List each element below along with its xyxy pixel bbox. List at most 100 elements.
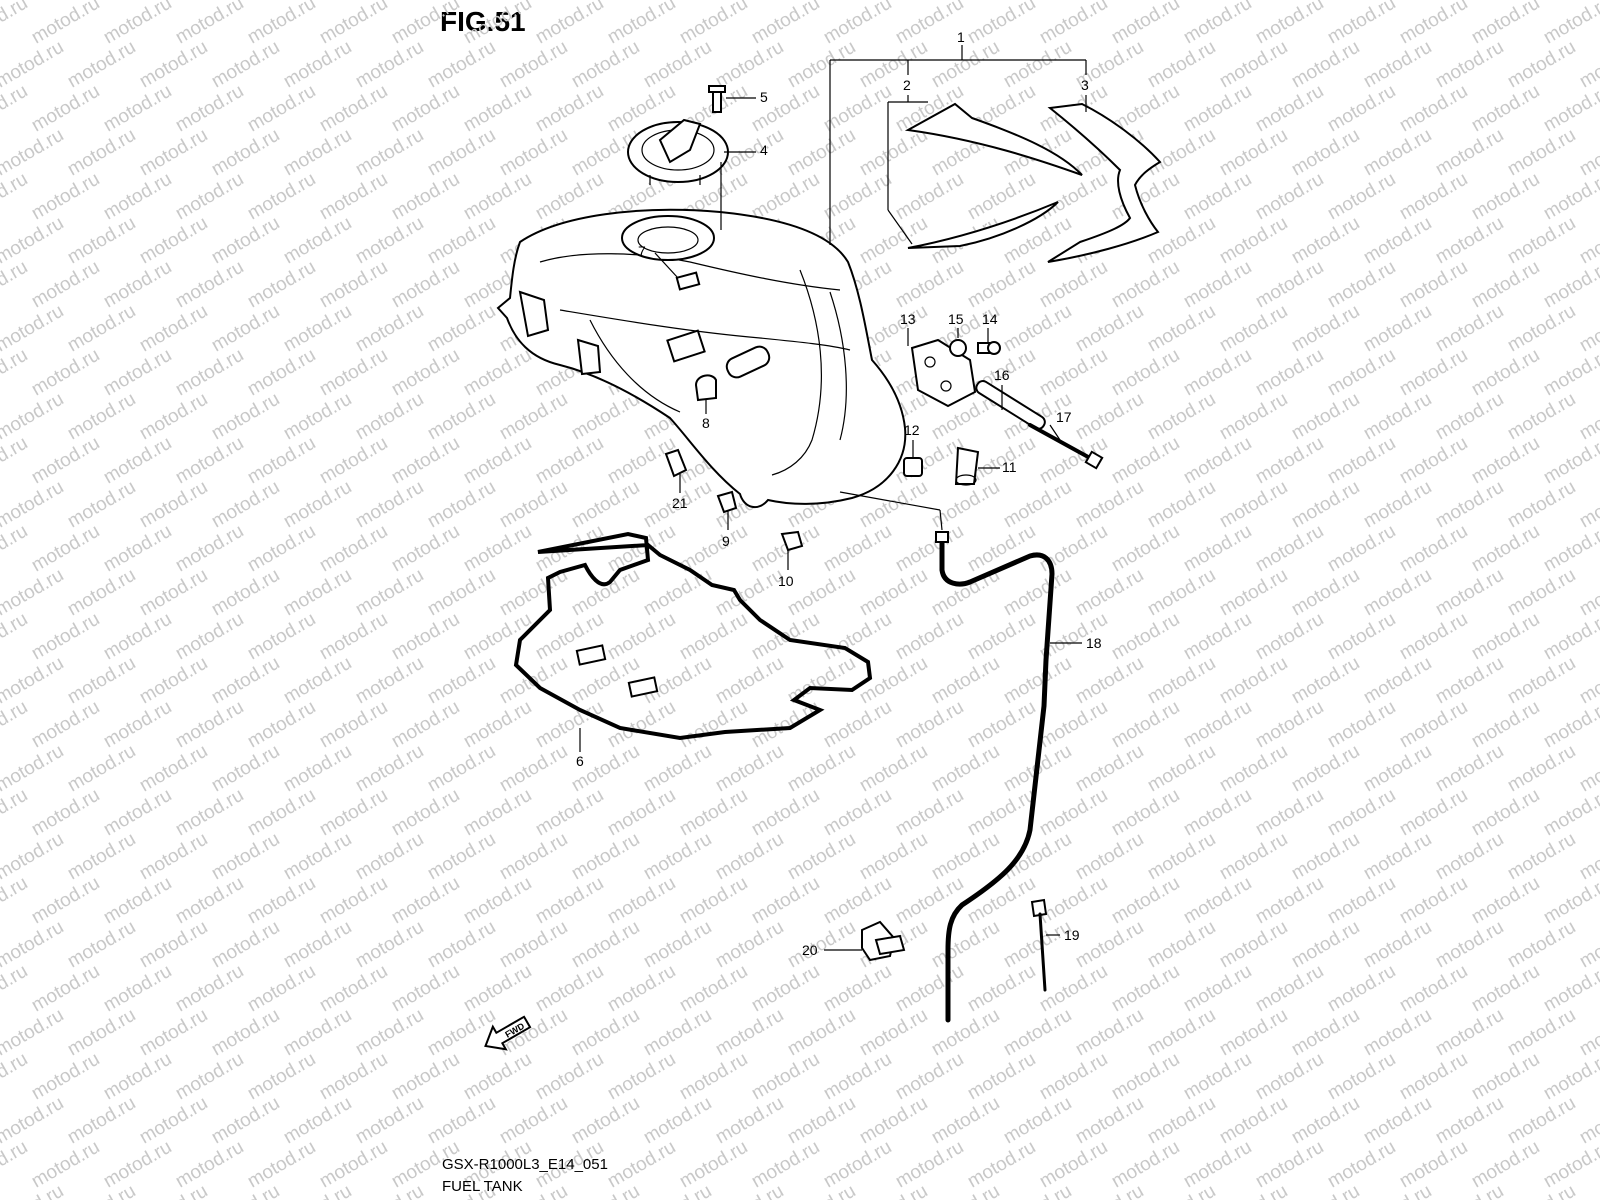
watermark-text: motod.ru (208, 829, 283, 885)
watermark-text: motod.ru (424, 301, 499, 357)
watermark-text: motod.ru (1432, 1181, 1507, 1200)
watermark-text: motod.ru (1252, 785, 1327, 841)
watermark-text: motod.ru (1072, 565, 1147, 621)
watermark-text: motod.ru (0, 1005, 67, 1061)
watermark-text: motod.ru (1432, 1093, 1507, 1149)
watermark-text: motod.ru (316, 433, 391, 489)
watermark-text: motod.ru (0, 521, 31, 577)
watermark-text: motod.ru (424, 213, 499, 269)
watermark-text: motod.ru (0, 1049, 31, 1105)
collar-16 (975, 380, 1046, 430)
watermark-text: motod.ru (892, 697, 967, 753)
watermark-text: motod.ru (244, 697, 319, 753)
watermark-text: motod.ru (928, 1181, 1003, 1200)
watermark-text: motod.ru (1468, 1049, 1543, 1105)
watermark-text: motod.ru (0, 1137, 31, 1193)
watermark-text: motod.ru (424, 37, 499, 93)
watermark-text: motod.ru (1180, 609, 1255, 665)
watermark-text: motod.ru (784, 829, 859, 885)
watermark-text: motod.ru (388, 169, 463, 225)
watermark-text: motod.ru (856, 565, 931, 621)
watermark-text: motod.ru (1144, 213, 1219, 269)
watermark-text: motod.ru (1036, 257, 1111, 313)
watermark-text: motod.ru (640, 741, 715, 797)
watermark-text: motod.ru (1360, 829, 1435, 885)
watermark-text: motod.ru (1288, 829, 1363, 885)
watermark-text: motod.ru (1288, 301, 1363, 357)
watermark-text: motod.ru (640, 1005, 715, 1061)
watermark-text: motod.ru (352, 1181, 427, 1200)
watermark-text: motod.ru (496, 477, 571, 533)
watermark-text: motod.ru (28, 697, 103, 753)
watermark-text: motod.ru (712, 829, 787, 885)
watermark-text: motod.ru (100, 0, 175, 48)
callout-9: 9 (722, 533, 730, 549)
watermark-text: motod.ru (964, 609, 1039, 665)
watermark-text: motod.ru (1576, 0, 1600, 4)
watermark-text: motod.ru (1324, 785, 1399, 841)
watermark-text: motod.ru (388, 0, 463, 48)
watermark-text: motod.ru (388, 697, 463, 753)
watermark-text: motod.ru (460, 81, 535, 137)
watermark-text: motod.ru (748, 785, 823, 841)
watermark-text: motod.ru (568, 389, 643, 445)
watermark-text: motod.ru (424, 829, 499, 885)
watermark-text: motod.ru (964, 0, 1039, 48)
watermark-text: motod.ru (604, 873, 679, 929)
watermark-text: motod.ru (1504, 37, 1579, 93)
watermark-text: motod.ru (424, 125, 499, 181)
watermark-text: motod.ru (1072, 477, 1147, 533)
watermark-text: motod.ru (568, 477, 643, 533)
watermark-text: motod.ru (172, 521, 247, 577)
watermark-text: motod.ru (1360, 1005, 1435, 1061)
watermark-text: motod.ru (640, 1093, 715, 1149)
watermark-text: motod.ru (0, 917, 67, 973)
watermark-text: motod.ru (0, 389, 67, 445)
watermark-text: motod.ru (820, 1137, 895, 1193)
watermark-text: motod.ru (1504, 829, 1579, 885)
callout-16: 16 (994, 367, 1010, 383)
watermark-text: motod.ru (208, 213, 283, 269)
watermark-text: motod.ru (1396, 785, 1471, 841)
watermark-text: motod.ru (64, 1005, 139, 1061)
watermark-text: motod.ru (1504, 741, 1579, 797)
watermark-text: motod.ru (136, 389, 211, 445)
watermark-text: motod.ru (1396, 345, 1471, 401)
watermark-text: motod.ru (1360, 741, 1435, 797)
watermark-text: motod.ru (1324, 433, 1399, 489)
watermark-text: motod.ru (316, 785, 391, 841)
watermark-text: motod.ru (1000, 653, 1075, 709)
watermark-text: motod.ru (820, 961, 895, 1017)
watermark-text: motod.ru (964, 961, 1039, 1017)
watermark-text: motod.ru (1072, 1005, 1147, 1061)
watermark-text: motod.ru (1144, 301, 1219, 357)
watermark-text: motod.ru (1468, 961, 1543, 1017)
watermark-text: motod.ru (0, 125, 67, 181)
watermark-text: motod.ru (64, 477, 139, 533)
watermark-text: motod.ru (1252, 169, 1327, 225)
watermark-text: motod.ru (280, 301, 355, 357)
watermark-text: motod.ru (352, 1005, 427, 1061)
watermark-text: motod.ru (1108, 345, 1183, 401)
watermark-text: motod.ru (100, 257, 175, 313)
watermark-text: motod.ru (1324, 1049, 1399, 1105)
model-code: GSX-R1000L3_E14_051 (442, 1156, 608, 1173)
watermark-text: motod.ru (388, 257, 463, 313)
damper-11 (954, 446, 980, 486)
watermark-text: motod.ru (1468, 521, 1543, 577)
watermark-text: motod.ru (604, 961, 679, 1017)
watermark-text: motod.ru (532, 961, 607, 1017)
watermark-text: motod.ru (820, 521, 895, 577)
watermark-text: motod.ru (1504, 565, 1579, 621)
watermark-text: motod.ru (244, 81, 319, 137)
callout-14: 14 (982, 311, 998, 327)
watermark-text: motod.ru (928, 37, 1003, 93)
watermark-text: motod.ru (1396, 433, 1471, 489)
watermark-text: motod.ru (1432, 301, 1507, 357)
watermark-text: motod.ru (460, 345, 535, 401)
watermark-text: motod.ru (712, 917, 787, 973)
watermark-text: motod.ru (640, 829, 715, 885)
watermark-text: motod.ru (1576, 1093, 1600, 1149)
watermark-text: motod.ru (100, 81, 175, 137)
